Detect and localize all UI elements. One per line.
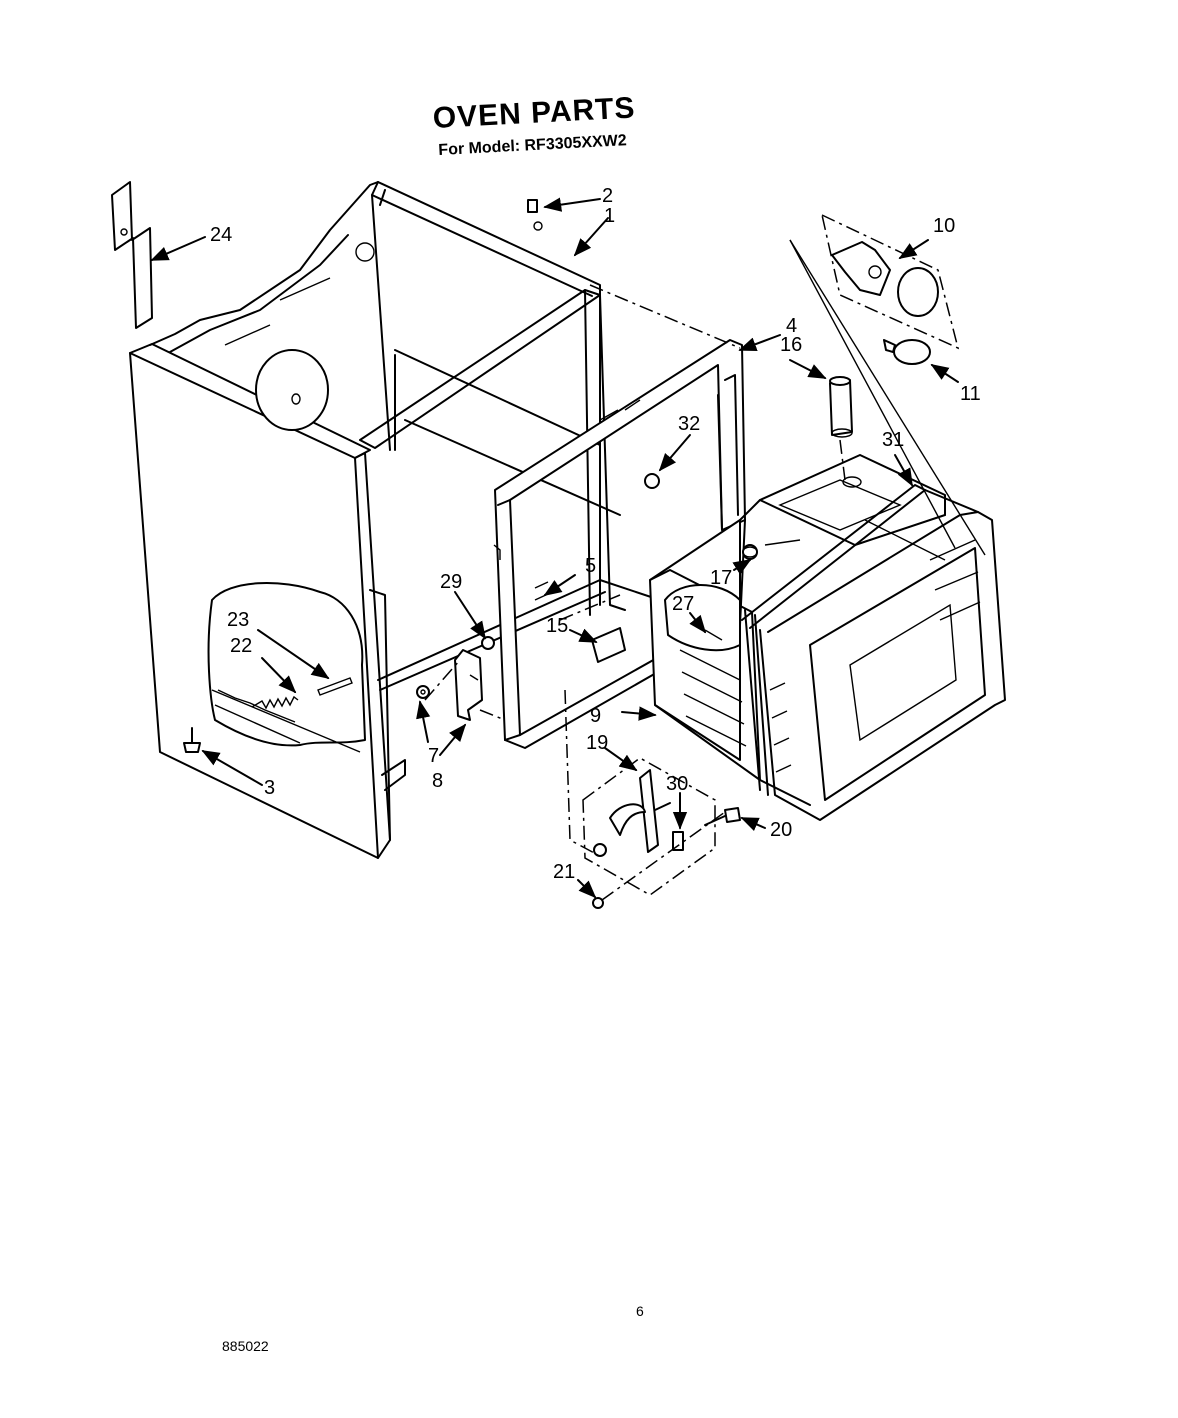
- document-code: 885022: [222, 1338, 269, 1354]
- callout-31: 31: [882, 429, 904, 451]
- callout-7: 7: [428, 745, 439, 767]
- callout-29: 29: [440, 571, 462, 593]
- callout-21: 21: [553, 861, 575, 883]
- part-31-rack-frame: [741, 484, 1006, 821]
- callout-11: 11: [960, 383, 981, 405]
- callout-10: 10: [933, 215, 955, 237]
- part-17-knob: [742, 546, 758, 558]
- callout-17: 17: [710, 567, 732, 589]
- part-21-screw: [592, 897, 604, 909]
- callout-8: 8: [432, 770, 443, 792]
- callout-19: 19: [586, 732, 608, 754]
- callout-5: 5: [585, 555, 596, 577]
- part-11-bulb: [883, 339, 931, 365]
- callout-1: 1: [604, 205, 615, 227]
- oven-chassis: [129, 181, 661, 859]
- callout-22: 22: [230, 635, 252, 657]
- callout-9: 9: [590, 705, 601, 727]
- part-10-light-assembly: [820, 213, 960, 350]
- callout-20: 20: [770, 819, 792, 841]
- part-20-screw: [704, 807, 741, 826]
- callout-30: 30: [666, 773, 688, 795]
- part-24-trim: [111, 181, 153, 329]
- callout-3: 3: [264, 777, 275, 799]
- page-number: 6: [636, 1303, 644, 1319]
- callout-23: 23: [227, 609, 249, 631]
- callout-15: 15: [546, 615, 568, 637]
- callout-4: 4: [786, 315, 797, 337]
- callout-16: 16: [780, 334, 802, 356]
- callout-32: 32: [678, 413, 700, 435]
- part-15-bracket: [534, 581, 626, 663]
- callout-24: 24: [210, 224, 232, 246]
- callout-2: 2: [602, 185, 613, 207]
- part-2-screw: [527, 199, 543, 231]
- part-8-hinge-bracket: [454, 636, 495, 721]
- part-9-oven-cavity: [649, 454, 946, 806]
- part-19-latch-assembly: [582, 757, 716, 896]
- part-3-screw: [183, 727, 201, 753]
- part-7-nut: [416, 685, 430, 699]
- callout-27: 27: [672, 593, 694, 615]
- part-16-vent-tube: [829, 376, 853, 438]
